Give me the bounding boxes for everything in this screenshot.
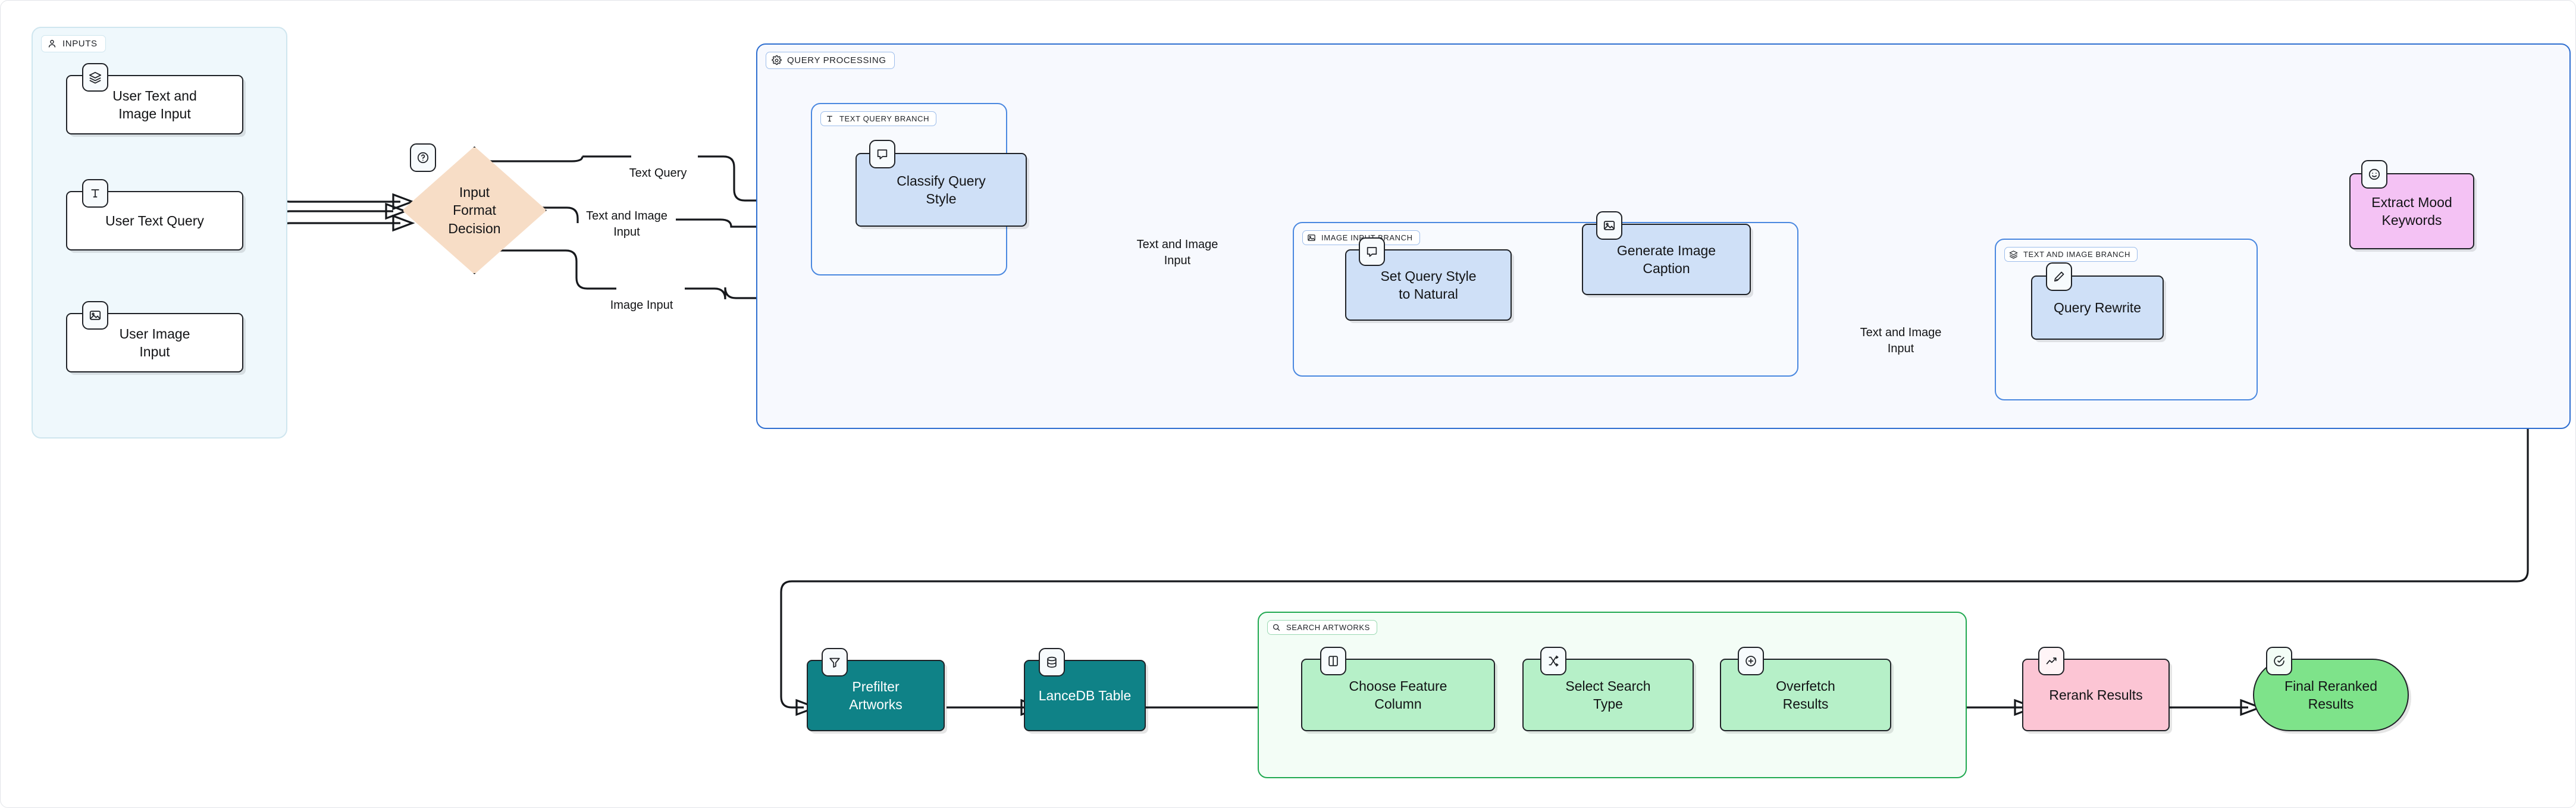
database-icon	[1047, 656, 1057, 668]
message-icon	[877, 149, 888, 159]
check-circle-icon-badge-final-reranked-results	[2266, 647, 2292, 675]
edge-label-text: Text and Image Input	[1860, 326, 1942, 355]
pencil-icon	[2054, 271, 2064, 282]
edge-label-image-input: Image Input	[596, 281, 688, 314]
edge-label-text-and-image-input-2: Text and Image Input	[1124, 221, 1231, 269]
node-label: Query Rewrite	[2054, 299, 2141, 315]
question-icon	[417, 152, 429, 164]
layers-icon	[2009, 250, 2018, 259]
node-label: Prefilter Artworks	[849, 678, 902, 712]
message-icon-badge-set-query-style	[1359, 237, 1385, 266]
node-label: User Text and Image Input	[112, 87, 197, 121]
group-inputs-label-text: INPUTS	[62, 39, 98, 49]
text-icon-badge-user-text-query	[82, 179, 108, 208]
node-extract-mood-keywords[interactable]: Extract Mood Keywords	[2349, 173, 2474, 249]
node-label: User Image Input	[119, 325, 190, 359]
node-label: LanceDB Table	[1038, 687, 1132, 703]
node-overfetch-results[interactable]: Overfetch Results	[1720, 659, 1891, 731]
message-icon-badge-classify-query-style	[869, 140, 895, 168]
edge-label-text-and-image-input-1: Text and Image Input	[575, 192, 679, 240]
image-icon-badge-generate-image-caption	[1596, 211, 1622, 240]
shuffle-icon-badge-select-search-type	[1540, 647, 1566, 675]
smiley-icon	[2368, 168, 2380, 180]
node-label: Generate Image Caption	[1616, 242, 1716, 276]
node-label: Classify Query Style	[897, 173, 986, 206]
image-icon-badge-user-image-input	[82, 301, 108, 330]
image-icon	[89, 311, 101, 320]
node-generate-image-caption[interactable]: Generate Image Caption	[1582, 224, 1751, 295]
trending-up-icon	[2046, 657, 2057, 665]
group-text-query-branch-label: TEXT QUERY BRANCH	[820, 111, 937, 126]
check-circle-icon	[2274, 656, 2284, 666]
layers-icon-badge-user-text-image	[82, 63, 108, 92]
node-label: User Text Query	[105, 212, 204, 228]
pencil-icon-badge-query-rewrite	[2046, 262, 2072, 291]
group-inputs-label: INPUTS	[41, 35, 106, 52]
layers-icon	[89, 71, 102, 84]
node-label: Overfetch Results	[1776, 678, 1835, 712]
filter-icon	[829, 657, 840, 668]
edge-label-text-query: Text Query	[613, 149, 703, 181]
question-icon-badge-input-format-decision	[410, 143, 436, 172]
group-query-processing-label: QUERY PROCESSING	[766, 52, 895, 69]
group-text-query-branch-label-text: TEXT QUERY BRANCH	[839, 114, 930, 123]
gear-icon	[772, 55, 782, 65]
group-search-artworks-label: SEARCH ARTWORKS	[1267, 620, 1377, 635]
image-icon	[1603, 221, 1615, 230]
node-label: Select Search Type	[1565, 678, 1651, 712]
edge-label-text-and-image-input-3: Text and Image Input	[1847, 309, 1954, 357]
filter-icon-badge-prefilter-artworks	[822, 648, 848, 677]
shuffle-icon	[1549, 655, 1559, 667]
edge-label-text: Image Input	[610, 299, 673, 312]
image-icon	[1308, 234, 1315, 241]
node-classify-query-style[interactable]: Classify Query Style	[855, 153, 1027, 227]
node-user-text-query[interactable]: User Text Query	[66, 191, 243, 250]
node-label: Rerank Results	[2049, 687, 2143, 703]
user-icon	[48, 40, 56, 48]
node-label: Input Format Decision	[448, 184, 501, 236]
edge-label-text: Text and Image Input	[1136, 238, 1218, 267]
plus-circle-icon	[1745, 656, 1756, 666]
group-query-processing-label-text: QUERY PROCESSING	[787, 55, 886, 65]
node-set-query-style-to-natural[interactable]: Set Query Style to Natural	[1345, 249, 1512, 321]
smiley-icon-badge-extract-mood-keywords	[2361, 160, 2387, 189]
search-icon	[1273, 624, 1280, 631]
database-icon-badge-lancedb-table	[1039, 648, 1065, 677]
plus-circle-icon-badge-overfetch-results	[1738, 647, 1764, 675]
edge-label-text: Text and Image Input	[586, 209, 667, 239]
trending-up-icon-badge-rerank-results	[2038, 647, 2064, 675]
node-label: Choose Feature Column	[1349, 678, 1447, 712]
edge-label-text: Text Query	[629, 167, 687, 180]
text-icon	[91, 189, 99, 198]
node-label: Final Reranked Results	[2284, 678, 2377, 712]
columns-icon-badge-choose-feature-column	[1320, 647, 1346, 675]
node-label: Extract Mood Keywords	[2371, 194, 2452, 228]
columns-icon	[1328, 656, 1338, 666]
message-icon	[1367, 247, 1377, 257]
group-text-and-image-branch-label: TEXT AND IMAGE BRANCH	[2004, 247, 2138, 262]
group-search-artworks-label-text: SEARCH ARTWORKS	[1286, 623, 1370, 632]
node-label: Set Query Style to Natural	[1380, 268, 1477, 302]
group-text-and-image-branch-label-text: TEXT AND IMAGE BRANCH	[2023, 250, 2130, 259]
text-icon	[827, 115, 832, 122]
